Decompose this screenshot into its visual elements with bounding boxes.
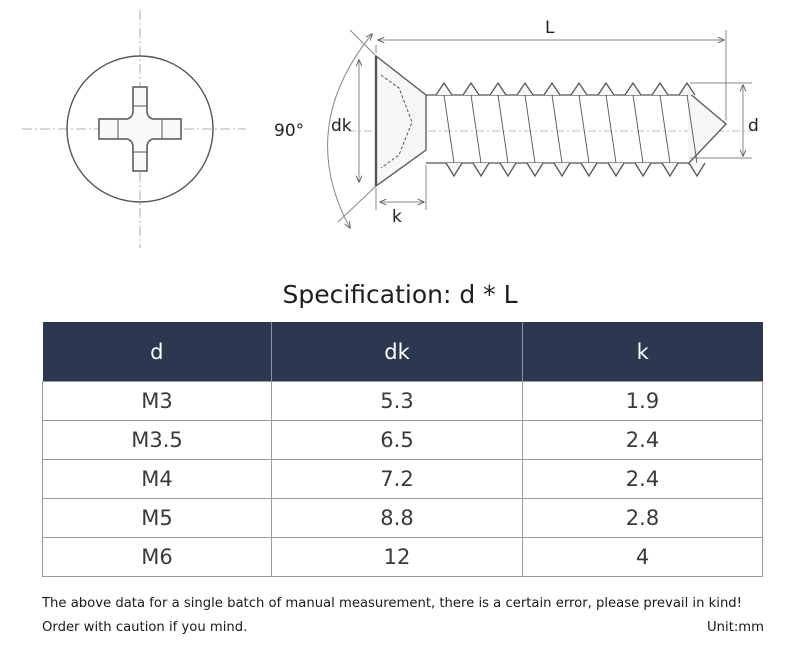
cell-k: 2.8 [522, 498, 763, 538]
cell-k: 1.9 [522, 381, 763, 421]
angle-label: 90° [274, 121, 304, 141]
cell-dk: 6.5 [271, 420, 523, 460]
diameter-dimension [690, 82, 752, 159]
cell-dk: 5.3 [271, 381, 523, 421]
table-row: M5 8.8 2.8 [42, 498, 763, 538]
head-diameter-label: dk [331, 116, 352, 136]
column-header-d: d [42, 322, 272, 382]
table-header-row: d dk k [42, 322, 763, 382]
head-height-label: k [392, 207, 402, 227]
specification-title: Specification: d * L [282, 280, 518, 309]
cell-k: 4 [522, 537, 763, 577]
cell-dk: 7.2 [271, 459, 523, 499]
cell-d: M4 [42, 459, 272, 499]
length-label: L [545, 18, 555, 38]
screw-technical-drawing: 90° dk L d k [22, 10, 759, 248]
angle-dimension [327, 29, 377, 228]
cell-d: M6 [42, 537, 272, 577]
cell-d: M3.5 [42, 420, 272, 460]
head-height-dimension [375, 165, 427, 210]
thread-profile [435, 81, 706, 178]
table-row: M3 5.3 1.9 [42, 381, 763, 421]
measurement-note: The above data for a single batch of man… [42, 596, 742, 635]
cell-dk: 8.8 [271, 498, 523, 538]
length-dimension [375, 30, 727, 120]
cell-k: 2.4 [522, 459, 763, 499]
table-row: M6 12 4 [42, 537, 763, 577]
cell-d: M5 [42, 498, 272, 538]
table-row: M4 7.2 2.4 [42, 459, 763, 499]
table-row: M3.5 6.5 2.4 [42, 420, 763, 460]
phillips-recess-icon [98, 86, 182, 172]
cell-dk: 12 [271, 537, 523, 577]
diameter-label: d [748, 116, 759, 136]
unit-label: Unit:mm [707, 620, 764, 635]
column-header-k: k [522, 322, 763, 382]
column-header-dk: dk [271, 322, 523, 382]
screw-side-view [348, 54, 752, 188]
cell-d: M3 [42, 381, 272, 421]
cell-k: 2.4 [522, 420, 763, 460]
specification-table: d dk k M3 5.3 1.9 M3.5 6.5 2.4 M4 7.2 2.… [42, 322, 763, 577]
screw-head-top-view [22, 10, 246, 248]
